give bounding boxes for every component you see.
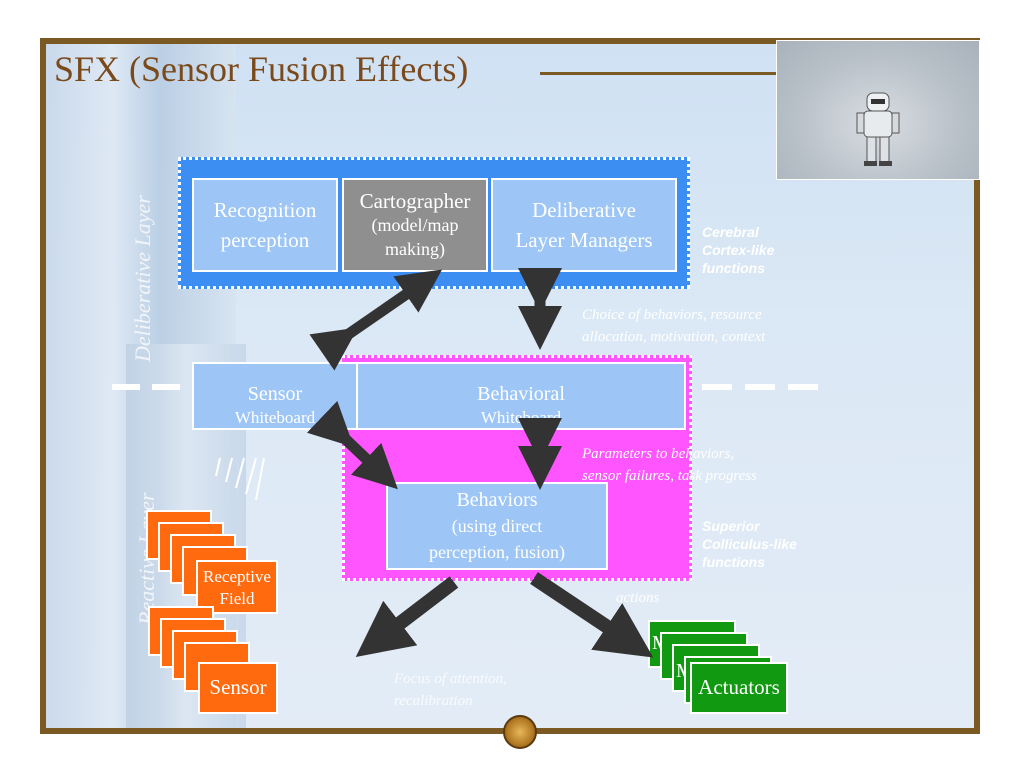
- superior-label-line1: Superior: [702, 518, 760, 534]
- layer-divider-dash: [702, 384, 732, 390]
- behaviors-label-line1: Behaviors: [456, 489, 538, 511]
- actuator-card: [690, 662, 788, 714]
- university-seal-icon: [503, 715, 537, 749]
- cartographer-label-line2: (model/map: [371, 215, 459, 235]
- sensor-label: Sensor: [209, 675, 267, 699]
- parameters-annotation: Parameters to behaviors, sensor failures…: [582, 443, 757, 487]
- behaviors-box: Behaviors (using direct perception, fusi…: [386, 482, 608, 570]
- recognition-label-line1: Recognition: [213, 198, 317, 222]
- cartographer-box: Cartographer (model/map making): [342, 178, 488, 272]
- sensor-card: [198, 662, 278, 714]
- slide-title: SFX (Sensor Fusion Effects): [54, 49, 469, 89]
- actuators-label: Actuators: [698, 675, 780, 699]
- layer-divider-dash: [152, 384, 180, 390]
- title-underline: [540, 72, 776, 75]
- deliberative-layer-label: Deliberative Layer: [130, 195, 155, 362]
- sensor-whiteboard-line1: Sensor: [247, 383, 303, 405]
- cerebral-cortex-label: Cerebral Cortex-like functions: [702, 223, 774, 277]
- superior-label-line2: Colliculus-like: [702, 536, 797, 552]
- actions-annotation: actions: [616, 590, 660, 606]
- focus-annotation: Focus of attention, recalibration: [394, 668, 507, 712]
- cartographer-label-line1: Cartographer: [359, 189, 471, 213]
- sensor-whiteboard-box: Sensor Whiteboard: [192, 362, 358, 430]
- sensor-whiteboard-line2: Whiteboard: [234, 408, 316, 427]
- superior-colliculus-label: Superior Colliculus-like functions: [702, 517, 797, 571]
- focus-annotation-line2: recalibration: [394, 693, 473, 709]
- receptive-field-label-line2: Field: [219, 589, 255, 608]
- receptive-field-label-line1: Receptive: [203, 567, 271, 586]
- cerebral-label-line2: Cortex-like: [702, 242, 775, 258]
- recognition-label-line2: perception: [220, 228, 310, 252]
- cerebral-label-line1: Cerebral: [702, 224, 759, 240]
- managers-label-line2: Layer Managers: [515, 228, 653, 252]
- layer-divider-dash: [788, 384, 818, 390]
- recognition-perception-box: Recognition perception: [192, 178, 338, 272]
- behaviors-label-line2: (using direct: [451, 516, 543, 536]
- behavioral-whiteboard-line1: Behavioral: [477, 383, 565, 405]
- behavioral-whiteboard-box: Behavioral Whiteboard: [356, 362, 686, 430]
- robot-icon: [856, 92, 900, 166]
- superior-label-line3: functions: [702, 554, 765, 570]
- receptive-field-card: [196, 560, 278, 614]
- cerebral-label-line3: functions: [702, 260, 765, 276]
- receptive-field-label: Receptive Field: [196, 566, 278, 610]
- layer-divider-dash: [112, 384, 140, 390]
- cartographer-label-line3: making): [385, 239, 445, 259]
- robot-photo: [776, 40, 980, 180]
- layer-divider-dash: [745, 384, 775, 390]
- managers-label-line1: Deliberative: [532, 198, 636, 222]
- parameters-annotation-line2: sensor failures, task progress: [582, 468, 758, 484]
- parameters-annotation-line1: Parameters to behaviors,: [582, 446, 735, 462]
- behaviors-label-line3: perception, fusion): [429, 542, 565, 562]
- choice-annotation-line1: Choice of behaviors, resource: [582, 307, 762, 323]
- choice-annotation: Choice of behaviors, resource allocation…: [582, 304, 765, 348]
- behavioral-whiteboard-line2: Whiteboard: [480, 408, 562, 427]
- deliberative-layer-managers-box: Deliberative Layer Managers: [491, 178, 677, 272]
- focus-annotation-line1: Focus of attention,: [394, 671, 507, 687]
- choice-annotation-line2: allocation, motivation, context: [582, 329, 766, 345]
